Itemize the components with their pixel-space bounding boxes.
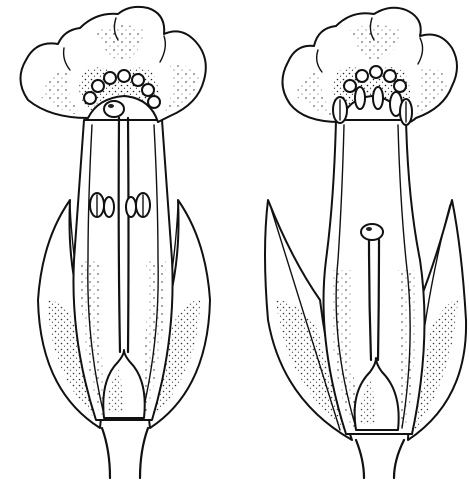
left-pedicel	[102, 428, 148, 478]
left-flower	[20, 7, 210, 478]
right-pedicel	[356, 440, 404, 478]
left-stigma	[104, 101, 124, 117]
right-flower	[265, 8, 466, 478]
right-stigma	[361, 224, 383, 240]
right-corolla-limb	[282, 8, 457, 125]
